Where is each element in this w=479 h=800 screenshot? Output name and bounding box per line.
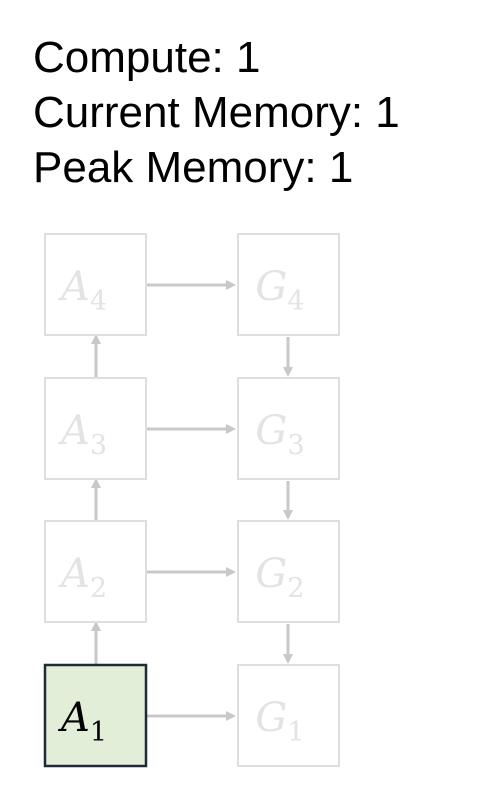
node-g2-subscript: 2	[287, 573, 304, 604]
node-g2: G2	[237, 520, 340, 623]
edges	[91, 280, 293, 721]
node-a2-box	[44, 520, 147, 623]
node-g3-box	[237, 377, 340, 480]
node-g1: G1	[237, 664, 340, 767]
node-a4-label: A	[57, 264, 90, 310]
svg-text:G1: G1	[255, 695, 304, 748]
node-a4-box	[44, 233, 147, 336]
node-a1-label: A	[57, 695, 90, 741]
node-a1-box	[43, 663, 148, 768]
node-g3-subscript: 3	[287, 430, 304, 461]
node-a3-label: A	[57, 408, 90, 454]
node-a4: A4	[44, 233, 147, 336]
svg-text:A3: A3	[57, 408, 107, 461]
node-g2-box	[237, 520, 340, 623]
svg-text:A4: A4	[57, 264, 107, 317]
node-a2: A2	[44, 520, 147, 623]
node-g3-label: G	[255, 408, 287, 454]
svg-text:A1: A1	[57, 695, 107, 748]
node-a3-box	[44, 377, 147, 480]
node-g1-label: G	[255, 695, 287, 741]
node-g4-label: G	[255, 264, 287, 310]
node-a3: A3	[44, 377, 147, 480]
node-g1-box	[237, 664, 340, 767]
compute-stat: Compute: 1	[33, 33, 261, 82]
node-a1-subscript: 1	[90, 717, 107, 748]
svg-text:A2: A2	[57, 551, 107, 604]
node-a3-subscript: 3	[90, 430, 107, 461]
node-a4-subscript: 4	[90, 286, 107, 317]
node-g4-subscript: 4	[287, 286, 304, 317]
node-a2-subscript: 2	[90, 573, 107, 604]
node-a2-label: A	[57, 551, 90, 597]
node-g4: G4	[237, 233, 340, 336]
node-g1-subscript: 1	[287, 717, 304, 748]
node-g3: G3	[237, 377, 340, 480]
svg-text:G4: G4	[255, 264, 304, 317]
node-g2-label: G	[255, 551, 287, 597]
svg-text:G3: G3	[255, 408, 304, 461]
current-memory-stat: Current Memory: 1	[33, 88, 400, 137]
node-a1: A1	[43, 663, 148, 768]
stats-panel: Compute: 1 Current Memory: 1 Peak Memory…	[33, 30, 400, 195]
node-g4-box	[237, 233, 340, 336]
svg-text:G2: G2	[255, 551, 304, 604]
peak-memory-stat: Peak Memory: 1	[33, 143, 354, 192]
